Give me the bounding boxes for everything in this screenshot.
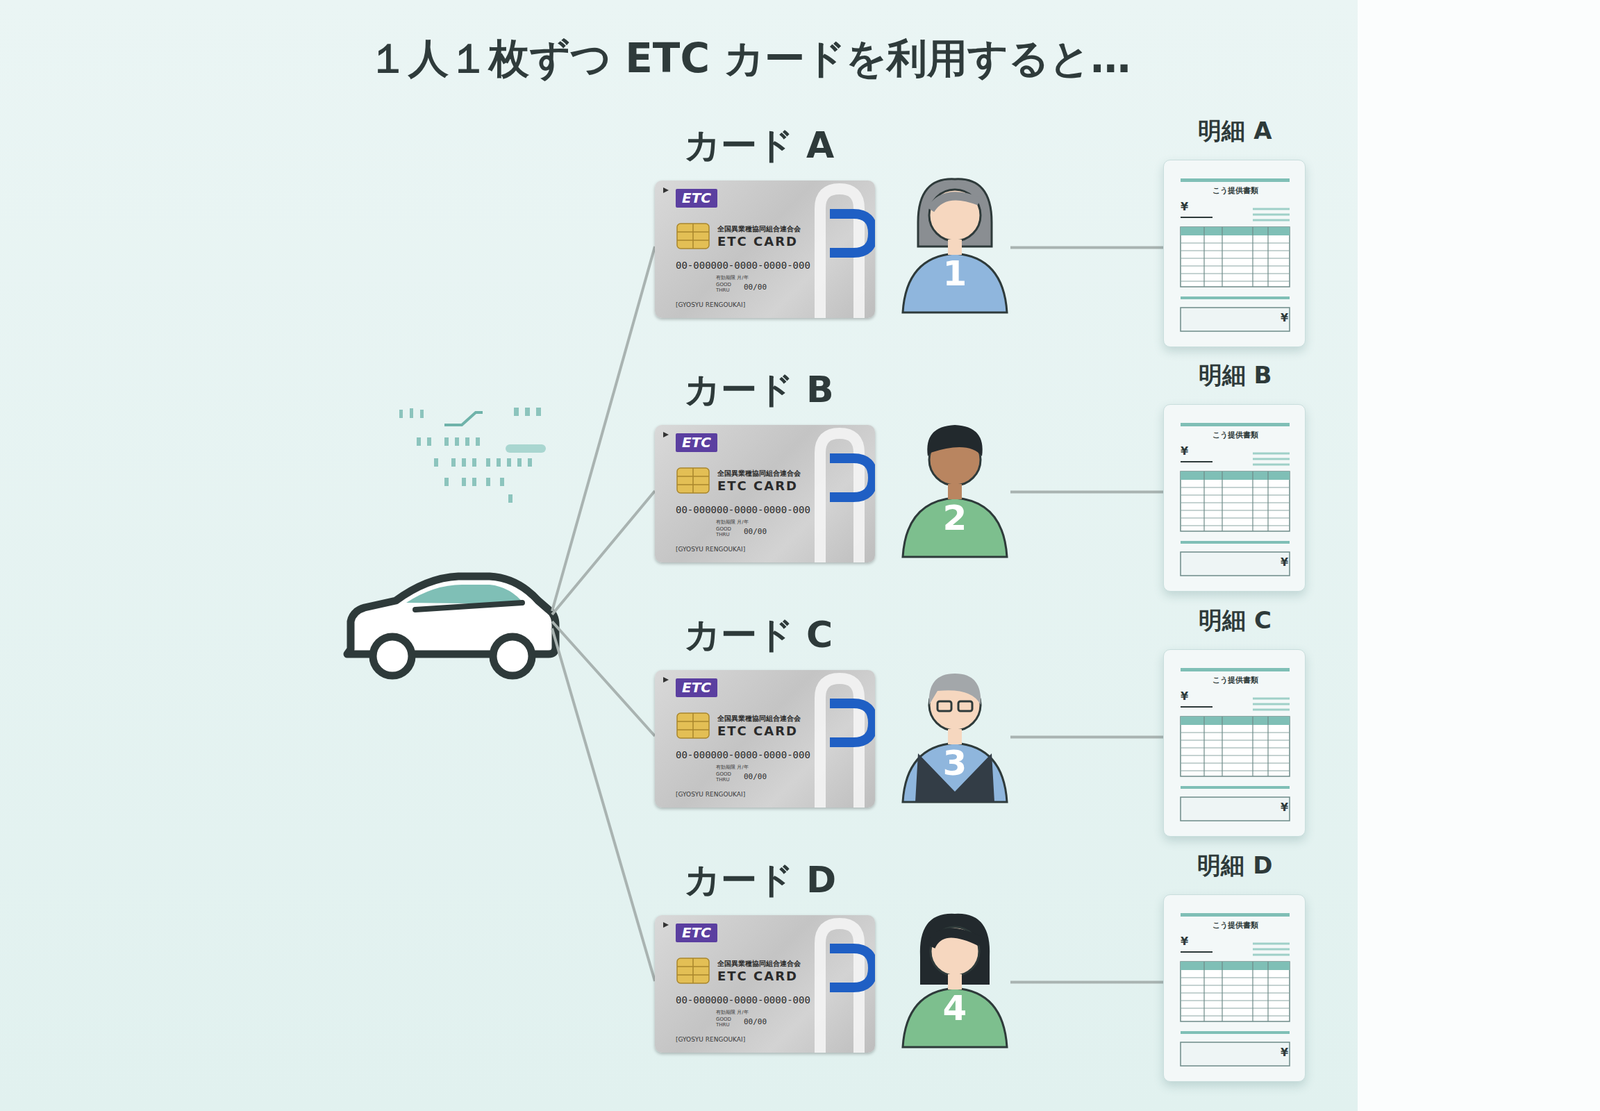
expiry-caption: 有効期限 月/年 [715,275,749,281]
person-number: 3 [899,743,1011,785]
holder-name: [GYOSYU RENGOUKAI] [675,1036,746,1044]
person-number: 2 [899,498,1011,539]
person-node: 4 [899,901,1011,1055]
person-node: 1 [899,166,1011,320]
connector-line [1010,981,1164,985]
good-thru: GOOD THRU [715,771,740,783]
yen-mark: ¥ [1180,690,1189,703]
car-icon [347,576,556,676]
good-thru: GOOD THRU [715,526,740,538]
yen-mark: ¥ [1280,556,1289,569]
card-type: ETC CARD [717,234,798,250]
person-node: 3 [899,656,1011,810]
expiry-date: 00/00 [743,283,767,293]
issuer-name: 全国異業種協同組合連合会 [717,959,801,969]
etc-card: カード CETC全国異業種協同組合連合会ETC CARD00-000000-00… [654,670,875,808]
statement-sheet: 明細 Dこう提供書類¥¥ [1163,894,1306,1082]
etc-logo: ETC [675,188,718,208]
card-type: ETC CARD [717,724,798,739]
issuer-name: 全国異業種協同組合連合会 [717,225,801,234]
good-thru: GOOD THRU [715,1016,740,1028]
expiry-date: 00/00 [743,1018,767,1028]
card-number: 00-000000-0000-0000-000 [675,504,811,516]
statement-heading: 明細 D [1163,852,1307,880]
yen-mark: ¥ [1280,801,1289,814]
statement-sheet: 明細 Bこう提供書類¥¥ [1163,404,1306,592]
leader-line [552,246,655,982]
statement-sheet: 明細 Aこう提供書類¥¥ [1163,159,1306,348]
yen-mark: ¥ [1180,935,1189,948]
issuer-name: 全国異業種協同組合連合会 [717,469,801,478]
statement-sheet: 明細 Cこう提供書類¥¥ [1163,649,1306,837]
card-number: 00-000000-0000-0000-000 [675,994,811,1006]
yen-mark: ¥ [1180,445,1189,458]
expiry-date: 00/00 [743,527,767,537]
etc-logo: ETC [675,678,718,698]
card-type: ETC CARD [717,969,798,985]
statement-title: こう提供書類 [1163,676,1307,686]
etc-logo: ETC [675,923,718,943]
holder-name: [GYOSYU RENGOUKAI] [675,301,746,309]
connector-line [1010,246,1164,250]
etc-logo: ETC [675,433,718,453]
statement-title: こう提供書類 [1163,921,1307,931]
diagram-title: １人１枚ずつ ETC カードを利用すると… [368,31,1131,87]
expiry-caption: 有効期限 月/年 [715,519,749,525]
expiry-caption: 有効期限 月/年 [715,764,749,771]
expiry-caption: 有効期限 月/年 [715,1009,749,1016]
expiry-date: 00/00 [743,772,767,782]
yen-mark: ¥ [1280,1046,1289,1060]
card-type: ETC CARD [717,479,798,494]
person-number: 4 [899,988,1011,1030]
statement-title: こう提供書類 [1163,431,1307,441]
statement-title: こう提供書類 [1163,186,1307,196]
card-heading: カード A [684,125,835,167]
person-number: 1 [899,254,1011,295]
yen-mark: ¥ [1280,311,1289,325]
connector-line [1010,490,1164,494]
background-band [1357,0,1600,1111]
card-heading: カード B [684,369,835,412]
card-number: 00-000000-0000-0000-000 [675,259,811,271]
etc-card: カード BETC全国異業種協同組合連合会ETC CARD00-000000-00… [654,425,875,563]
connector-line [1010,736,1164,739]
card-number: 00-000000-0000-0000-000 [675,749,811,761]
good-thru: GOOD THRU [715,281,740,294]
motion-stroke [444,412,483,425]
card-heading: カード D [684,859,837,902]
statement-heading: 明細 B [1163,361,1307,389]
etc-card: カード AETC全国異業種協同組合連合会ETC CARD00-000000-00… [654,180,875,319]
motion-dots [399,407,546,503]
card-heading: カード C [684,614,833,657]
yen-mark: ¥ [1180,200,1189,214]
etc-card: カード DETC全国異業種協同組合連合会ETC CARD00-000000-00… [654,915,875,1053]
holder-name: [GYOSYU RENGOUKAI] [675,790,746,798]
person-node: 2 [899,411,1011,564]
issuer-name: 全国異業種協同組合連合会 [717,714,801,723]
statement-heading: 明細 C [1163,606,1307,635]
statement-heading: 明細 A [1163,117,1307,145]
holder-name: [GYOSYU RENGOUKAI] [675,545,746,553]
